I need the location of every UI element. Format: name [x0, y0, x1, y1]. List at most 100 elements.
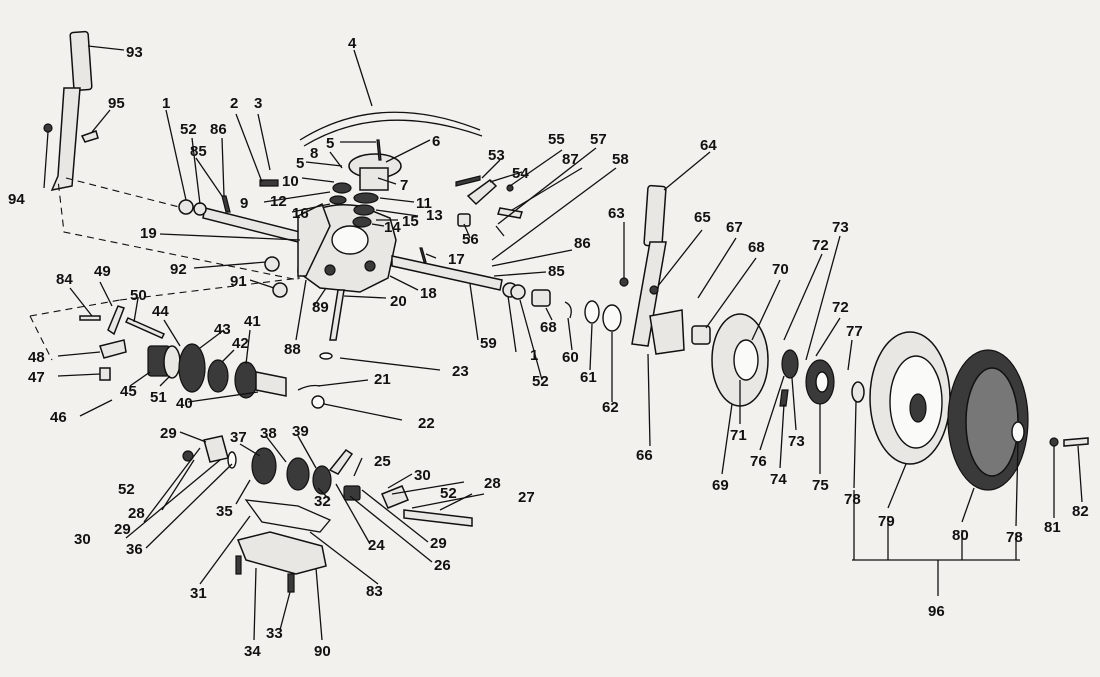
- callout-48: 48: [28, 349, 45, 366]
- callout-49: 49: [94, 263, 111, 280]
- part-gear-75-hub: [815, 371, 829, 393]
- part-block-47: [99, 367, 111, 381]
- callout-21: 21: [374, 371, 391, 388]
- part-gear-76: [781, 349, 799, 379]
- part-nut-92: [264, 256, 280, 272]
- part-screw-10: [259, 179, 279, 187]
- callout-29-top: 29: [160, 425, 177, 442]
- callout-55: 55: [548, 131, 565, 148]
- callout-95: 95: [108, 95, 125, 112]
- callout-65: 65: [694, 209, 711, 226]
- part-bearing-9: [332, 182, 352, 194]
- callout-61: 61: [580, 369, 597, 386]
- callout-53: 53: [488, 147, 505, 164]
- callout-63: 63: [608, 205, 625, 222]
- leader-lines: [43, 45, 1083, 641]
- callout-23: 23: [452, 363, 469, 380]
- callout-52-right: 52: [532, 373, 549, 390]
- part-wheel-rim-center: [909, 393, 927, 423]
- callout-87: 87: [562, 151, 579, 168]
- callout-92: 92: [170, 261, 187, 278]
- part-cover-34: [236, 531, 327, 575]
- part-lever-57: [495, 225, 505, 237]
- part-washer-13: [353, 204, 375, 216]
- callout-67: 67: [726, 219, 743, 236]
- part-shaft-27: [403, 509, 473, 527]
- callout-86-right: 86: [574, 235, 591, 252]
- part-hub-70: [733, 339, 759, 381]
- callout-38: 38: [260, 425, 277, 442]
- part-bearing-1a: [178, 199, 194, 215]
- part-washer-23: [319, 352, 333, 360]
- callout-37: 37: [230, 429, 247, 446]
- part-gear-26: [343, 485, 361, 501]
- callout-29-low: 29: [430, 535, 447, 552]
- callout-1-upper: 1: [162, 95, 170, 112]
- part-washer-11: [353, 192, 379, 204]
- callout-60: 60: [562, 349, 579, 366]
- callout-43: 43: [214, 321, 231, 338]
- part-fork-48: [99, 339, 127, 359]
- part-screw-33: [287, 573, 295, 593]
- callout-5-mid: 5: [296, 155, 304, 172]
- callout-52-lower-left: 52: [118, 481, 135, 498]
- callout-2: 2: [230, 95, 238, 112]
- callout-77: 77: [846, 323, 863, 340]
- callout-22: 22: [418, 415, 435, 432]
- part-spring-20: [329, 289, 345, 341]
- part-plate-28a: [203, 435, 229, 463]
- callout-labels: 93 95 94 1 52 86 85 2 3 4 5 5 8 6 7 10 9…: [8, 35, 1089, 660]
- callout-51: 51: [150, 389, 167, 406]
- part-clip-56: [457, 213, 471, 227]
- callout-78-right: 78: [1006, 529, 1023, 546]
- dashed-outline-left-lower: [29, 277, 301, 361]
- callout-4: 4: [348, 35, 357, 52]
- callout-9: 9: [240, 195, 248, 212]
- callout-59: 59: [480, 335, 497, 352]
- parts-layer: [29, 30, 1089, 593]
- part-handle-grip-right: [643, 184, 667, 248]
- callout-71: 71: [730, 427, 747, 444]
- part-handle-bracket-left: [50, 87, 81, 192]
- callout-6: 6: [432, 133, 440, 150]
- callout-54: 54: [512, 165, 529, 182]
- part-screw-87: [497, 207, 523, 219]
- callout-82: 82: [1072, 503, 1089, 520]
- callout-93: 93: [126, 44, 143, 61]
- callout-80: 80: [952, 527, 969, 544]
- callout-19: 19: [140, 225, 157, 242]
- callout-81: 81: [1044, 519, 1061, 536]
- callout-17: 17: [448, 251, 465, 268]
- callout-75: 75: [812, 477, 829, 494]
- callout-52-upper: 52: [180, 121, 197, 138]
- part-clip-60: [564, 301, 572, 319]
- part-handle-grip-left: [69, 30, 93, 92]
- callout-11: 11: [416, 195, 432, 212]
- callout-14: 14: [384, 219, 401, 236]
- callout-83: 83: [366, 583, 383, 600]
- callout-69: 69: [712, 477, 729, 494]
- callout-56: 56: [462, 231, 479, 248]
- callout-66: 66: [636, 447, 653, 464]
- callout-12: 12: [270, 193, 287, 210]
- part-bolt-53: [455, 175, 481, 187]
- callout-20: 20: [390, 293, 407, 310]
- callout-68-left: 68: [540, 319, 557, 336]
- callout-76: 76: [750, 453, 767, 470]
- callout-40: 40: [176, 395, 193, 412]
- callout-18: 18: [420, 285, 437, 302]
- part-pin-17: [419, 247, 427, 263]
- part-belt-4: [299, 111, 483, 147]
- callout-72-top: 72: [812, 237, 829, 254]
- callout-24: 24: [368, 537, 385, 554]
- part-nut-94: [43, 123, 53, 133]
- callout-28-top: 28: [484, 475, 501, 492]
- callout-79: 79: [878, 513, 895, 530]
- callout-86-upper: 86: [210, 121, 227, 138]
- callout-44: 44: [152, 303, 169, 320]
- callout-28-low: 28: [128, 505, 145, 522]
- callout-7: 7: [400, 177, 408, 194]
- callout-15: 15: [402, 213, 419, 230]
- part-gasket-31: [244, 499, 332, 533]
